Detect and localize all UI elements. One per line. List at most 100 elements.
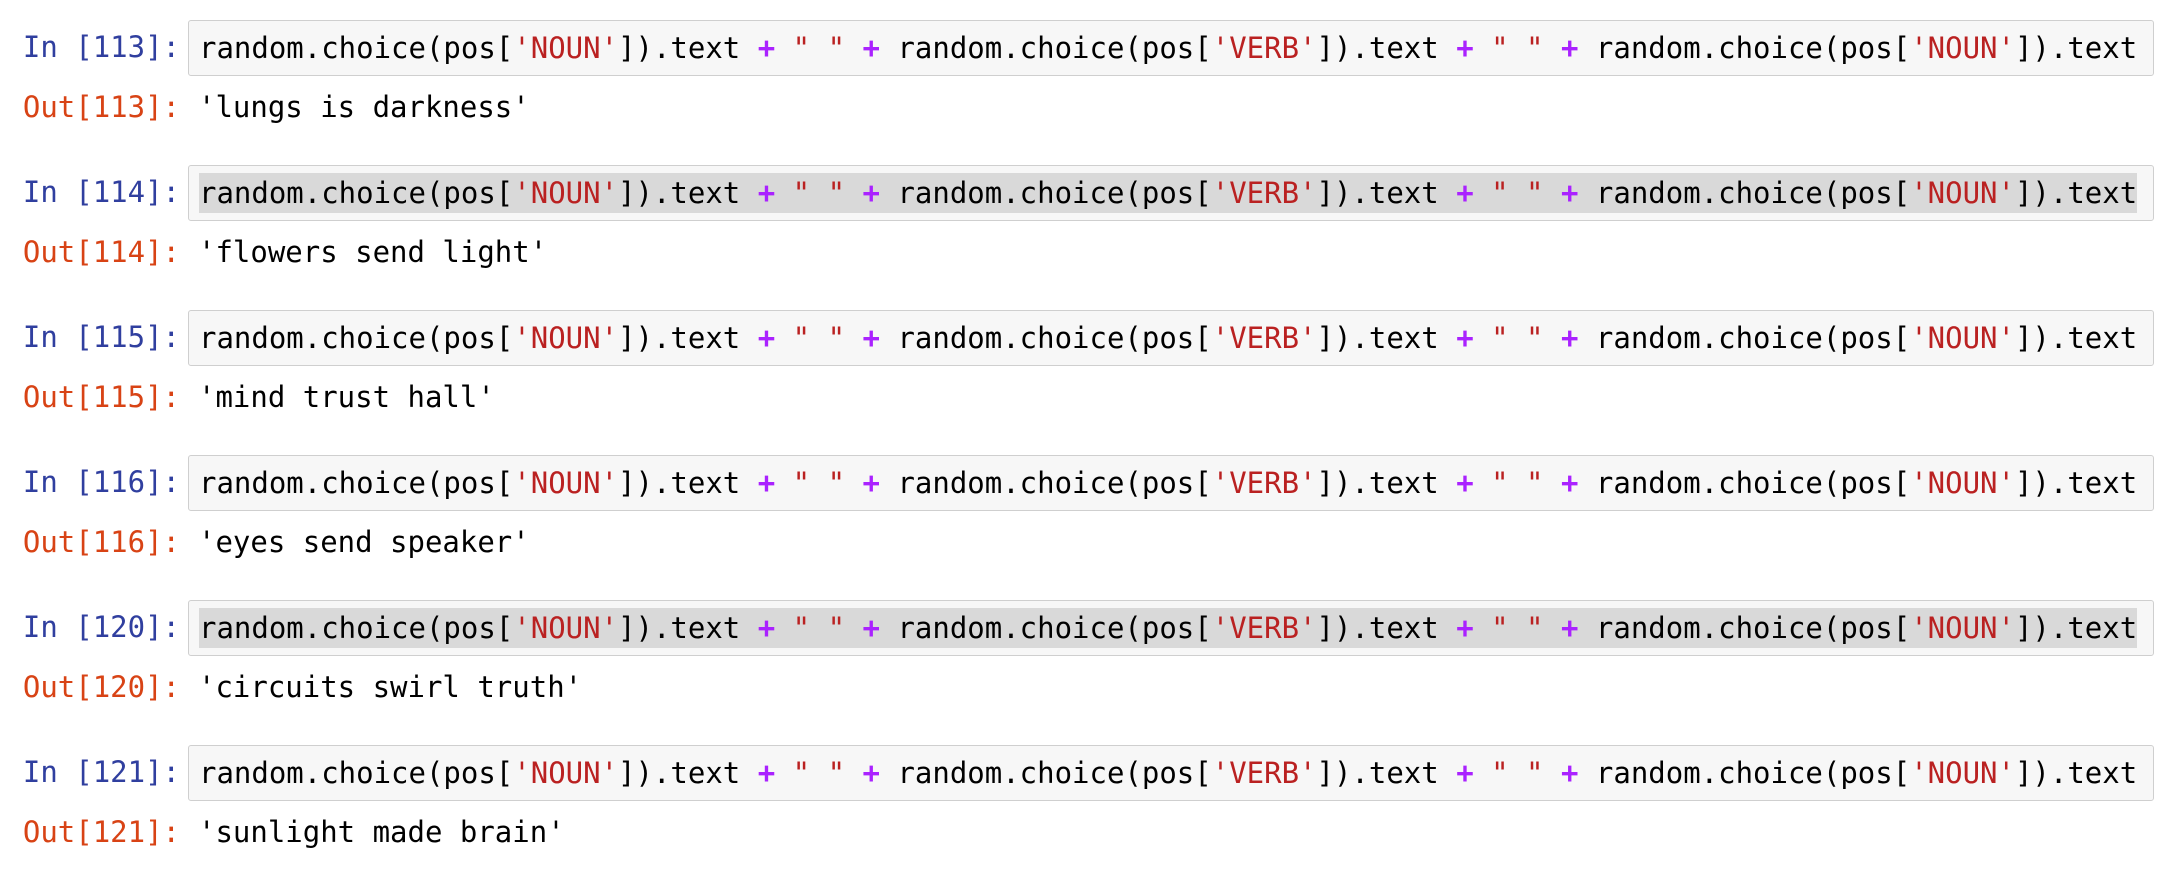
notebook-cell[interactable]: In [121]: random.choice(pos['NOUN']).text… (0, 725, 2164, 870)
cell-output: 'sunlight made brain' (198, 815, 565, 849)
code-token: ]).text (618, 321, 758, 355)
input-prompt: In [114]: (22, 175, 180, 209)
code-token: random.choice(pos[ (880, 176, 1212, 210)
code-token: random.choice(pos[ (199, 176, 514, 210)
code-input-area[interactable]: random.choice(pos['NOUN']).text + " " + … (188, 600, 2154, 656)
code-token-string: " " (1491, 756, 1544, 790)
input-prompt: In [115]: (22, 320, 180, 354)
code-line[interactable]: random.choice(pos['NOUN']).text + " " + … (199, 463, 2137, 503)
code-token-string: 'NOUN' (513, 321, 619, 355)
code-token-string: 'VERB' (1211, 321, 1317, 355)
code-token-operator: + (1560, 466, 1579, 500)
code-token-operator: + (757, 31, 776, 65)
cell-output: 'lungs is darkness' (198, 90, 530, 124)
code-token-string: 'NOUN' (1910, 176, 2015, 210)
code-token (775, 31, 792, 65)
code-token-operator: + (1560, 321, 1579, 355)
code-token: ]).text (2014, 756, 2138, 790)
code-line[interactable]: random.choice(pos['NOUN']).text + " " + … (199, 28, 2137, 68)
code-token-string: 'NOUN' (1910, 321, 2015, 355)
code-token-operator: + (862, 176, 880, 210)
code-token-string: 'VERB' (1211, 31, 1317, 65)
code-token (1544, 321, 1561, 355)
code-token-operator: + (1560, 611, 1579, 645)
code-token-operator: + (1456, 756, 1474, 790)
code-token-operator: + (862, 321, 880, 355)
code-token-string: " " (792, 176, 846, 210)
code-token-string: " " (1491, 31, 1544, 65)
notebook-cell[interactable]: In [120]:random.choice(pos['NOUN']).text… (0, 580, 2164, 725)
code-token: random.choice(pos[ (880, 466, 1212, 500)
code-token-string: " " (1491, 321, 1544, 355)
code-token (775, 611, 792, 645)
cell-output: 'circuits swirl truth' (198, 670, 583, 704)
code-token: random.choice(pos[ (199, 756, 514, 790)
code-token (1474, 611, 1491, 645)
code-token (845, 611, 862, 645)
output-prompt: Out[121]: (22, 815, 180, 849)
code-token: random.choice(pos[ (199, 31, 514, 65)
code-token: random.choice(pos[ (1578, 611, 1911, 645)
notebook-cell[interactable]: In [113]:random.choice(pos['NOUN']).text… (0, 0, 2164, 145)
code-token: ]).text (618, 756, 758, 790)
code-token (775, 176, 792, 210)
input-prompt: In [113]: (22, 30, 180, 64)
code-token-operator: + (757, 611, 776, 645)
code-line[interactable]: random.choice(pos['NOUN']).text + " " + … (199, 608, 2138, 648)
code-input-area[interactable]: random.choice(pos['NOUN']).text + " " + … (188, 165, 2154, 221)
code-line[interactable]: random.choice(pos['NOUN']).text + " " + … (199, 173, 2138, 213)
input-prompt: In [121]: (22, 755, 180, 789)
code-input-area[interactable]: random.choice(pos['NOUN']).text + " " + … (188, 745, 2154, 801)
code-token-string: " " (792, 756, 846, 790)
code-line[interactable]: random.choice(pos['NOUN']).text + " " + … (199, 753, 2137, 793)
code-token (1544, 31, 1561, 65)
code-token-operator: + (1456, 31, 1474, 65)
code-token (775, 321, 792, 355)
code-token-operator: + (862, 611, 880, 645)
notebook-cell[interactable]: In [116]:random.choice(pos['NOUN']).text… (0, 435, 2164, 580)
code-token: ]).text (1316, 466, 1457, 500)
code-input-area[interactable]: random.choice(pos['NOUN']).text + " " + … (188, 20, 2154, 76)
code-token-string: " " (1491, 611, 1544, 645)
code-token-string: 'NOUN' (513, 611, 619, 645)
code-token-operator: + (1456, 321, 1474, 355)
code-token: random.choice(pos[ (1578, 466, 1911, 500)
code-token (775, 756, 792, 790)
code-token-operator: + (1560, 756, 1579, 790)
code-token: random.choice(pos[ (199, 611, 514, 645)
cell-output: 'eyes send speaker' (198, 525, 530, 559)
code-token-string: 'NOUN' (513, 31, 619, 65)
code-token: ]).text (618, 466, 758, 500)
code-token-string: " " (792, 321, 846, 355)
code-token-operator: + (757, 176, 776, 210)
code-token (1474, 756, 1491, 790)
cell-output: 'flowers send light' (198, 235, 548, 269)
output-prompt: Out[120]: (22, 670, 180, 704)
code-line[interactable]: random.choice(pos['NOUN']).text + " " + … (199, 318, 2137, 358)
code-token-string: " " (1491, 176, 1544, 210)
code-token: ]).text (1316, 611, 1457, 645)
code-token (845, 756, 862, 790)
code-token: random.choice(pos[ (199, 321, 514, 355)
code-token (1544, 611, 1561, 645)
code-token-operator: + (757, 466, 776, 500)
output-prompt: Out[114]: (22, 235, 180, 269)
code-token: random.choice(pos[ (880, 31, 1212, 65)
code-input-area[interactable]: random.choice(pos['NOUN']).text + " " + … (188, 455, 2154, 511)
code-token-operator: + (862, 31, 880, 65)
output-prompt: Out[113]: (22, 90, 180, 124)
input-prompt: In [120]: (22, 610, 180, 644)
code-token-string: " " (1491, 466, 1544, 500)
code-token: random.choice(pos[ (1578, 176, 1911, 210)
code-input-area[interactable]: random.choice(pos['NOUN']).text + " " + … (188, 310, 2154, 366)
notebook-cell[interactable]: In [114]: random.choice(pos['NOUN']).text… (0, 145, 2164, 290)
code-token (1474, 321, 1491, 355)
code-token (1474, 466, 1491, 500)
code-token: random.choice(pos[ (199, 466, 514, 500)
code-token-string: 'VERB' (1211, 466, 1317, 500)
code-token: ]).text (2014, 31, 2138, 65)
notebook-cell[interactable]: In [115]:random.choice(pos['NOUN']).text… (0, 290, 2164, 435)
code-token: ]).text (2014, 321, 2138, 355)
code-token: random.choice(pos[ (1578, 756, 1911, 790)
